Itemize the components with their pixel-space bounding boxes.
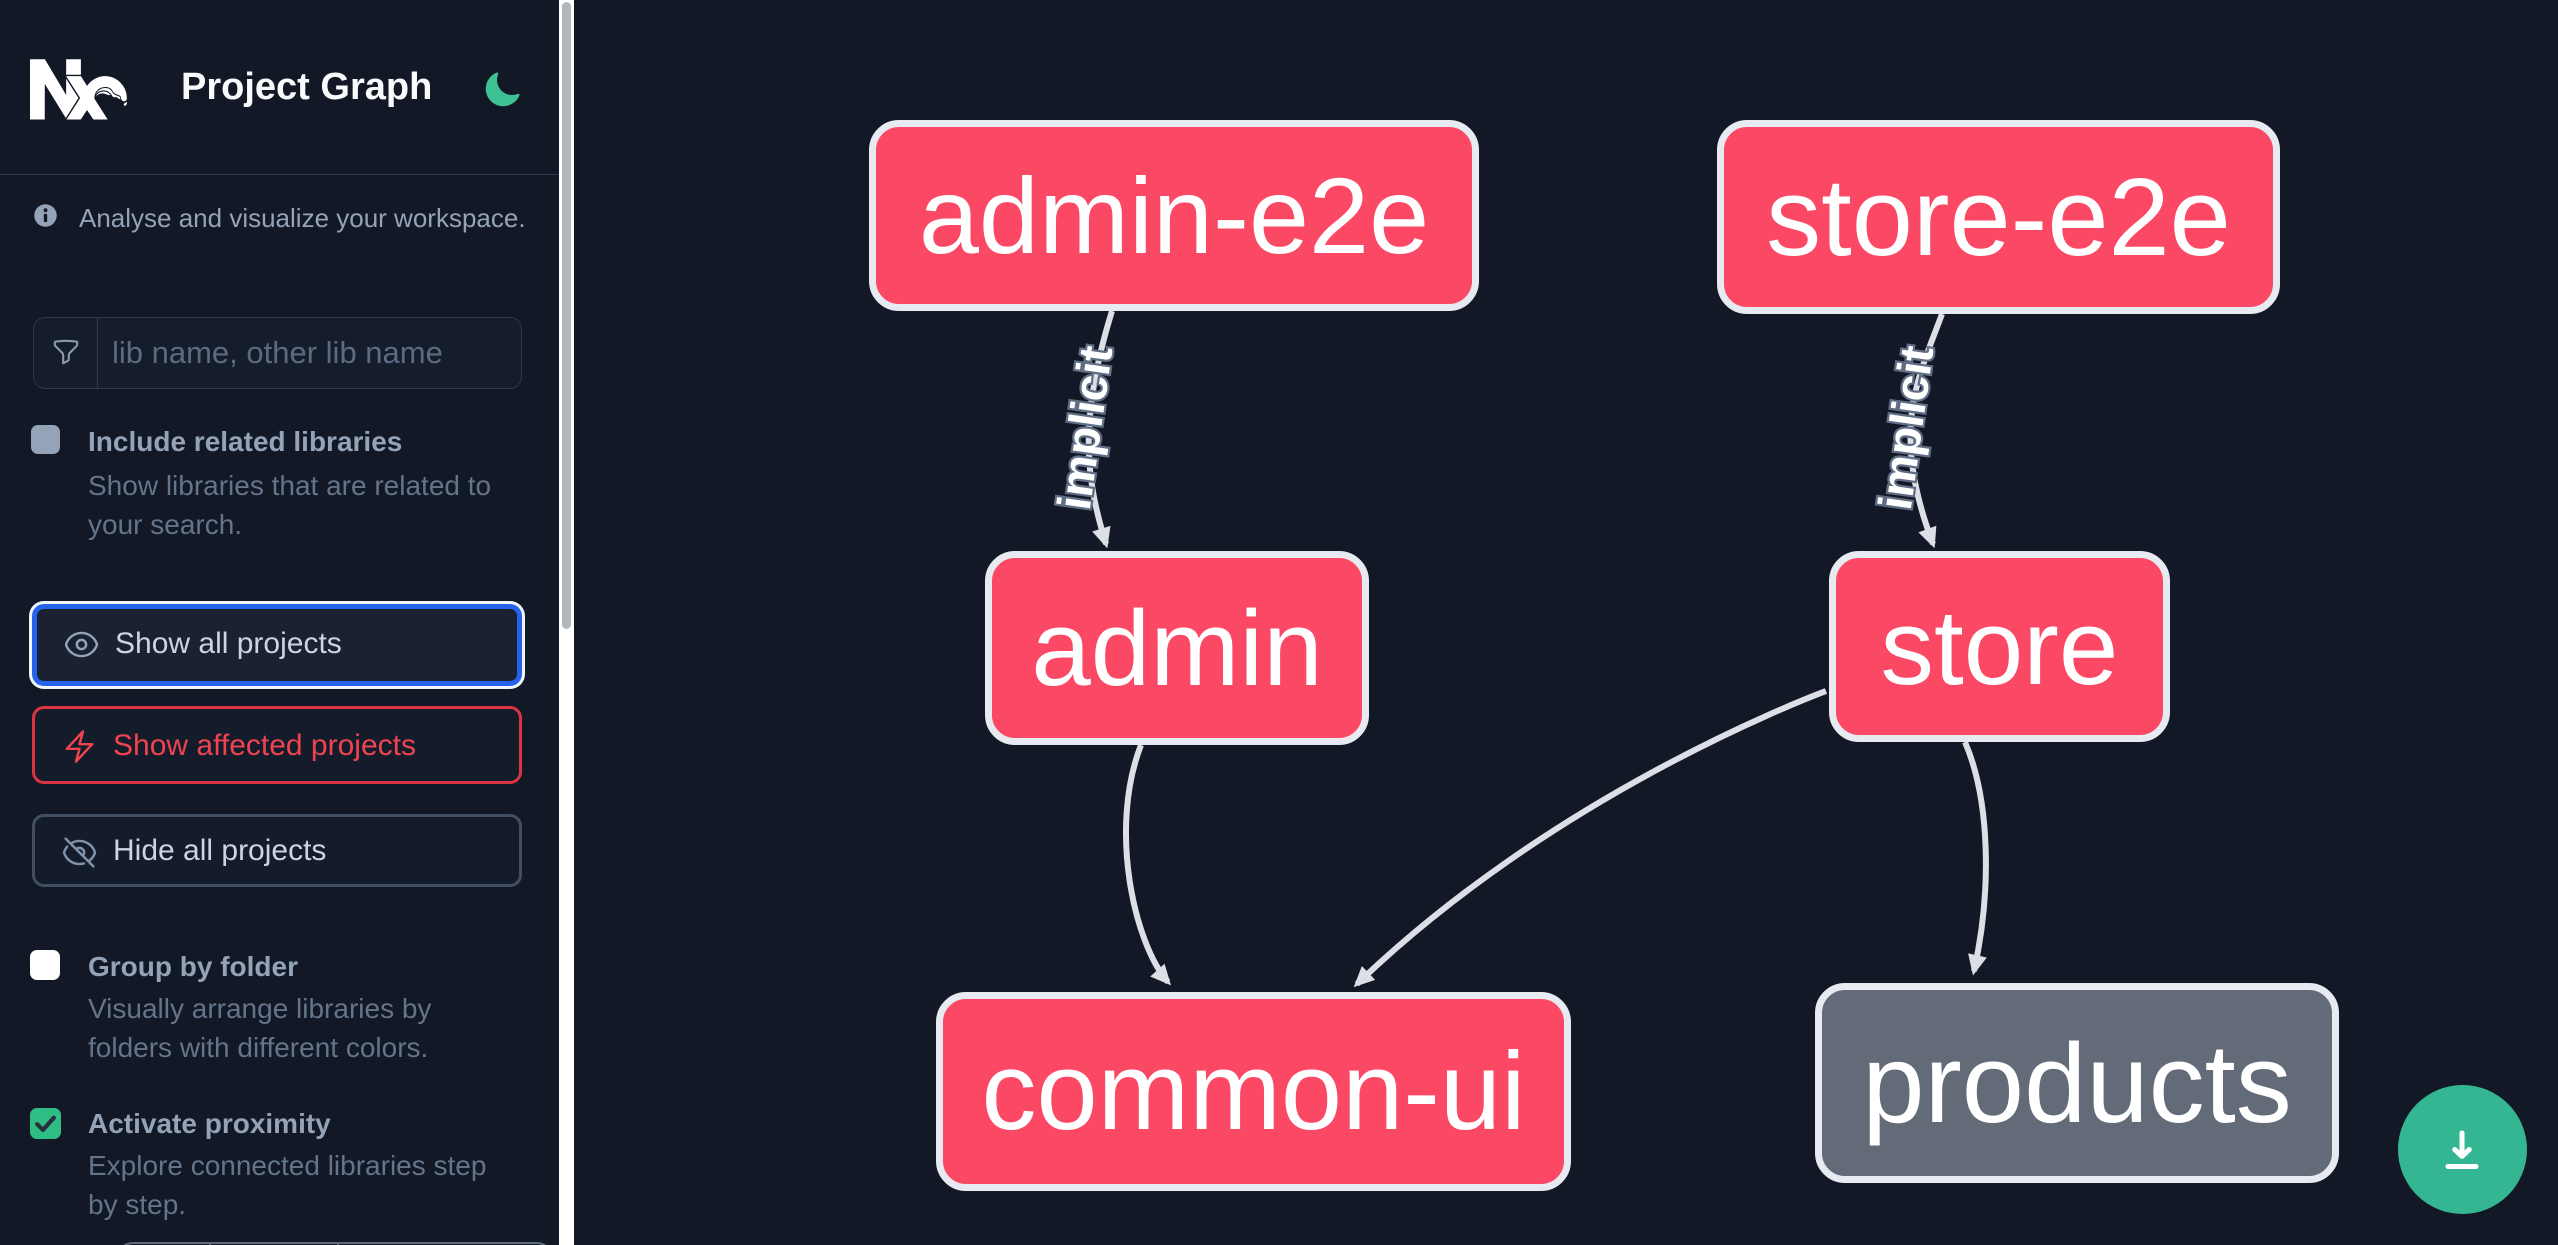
svg-text:implicit: implicit xyxy=(1868,342,1943,513)
svg-text:implicit: implicit xyxy=(1047,342,1122,513)
